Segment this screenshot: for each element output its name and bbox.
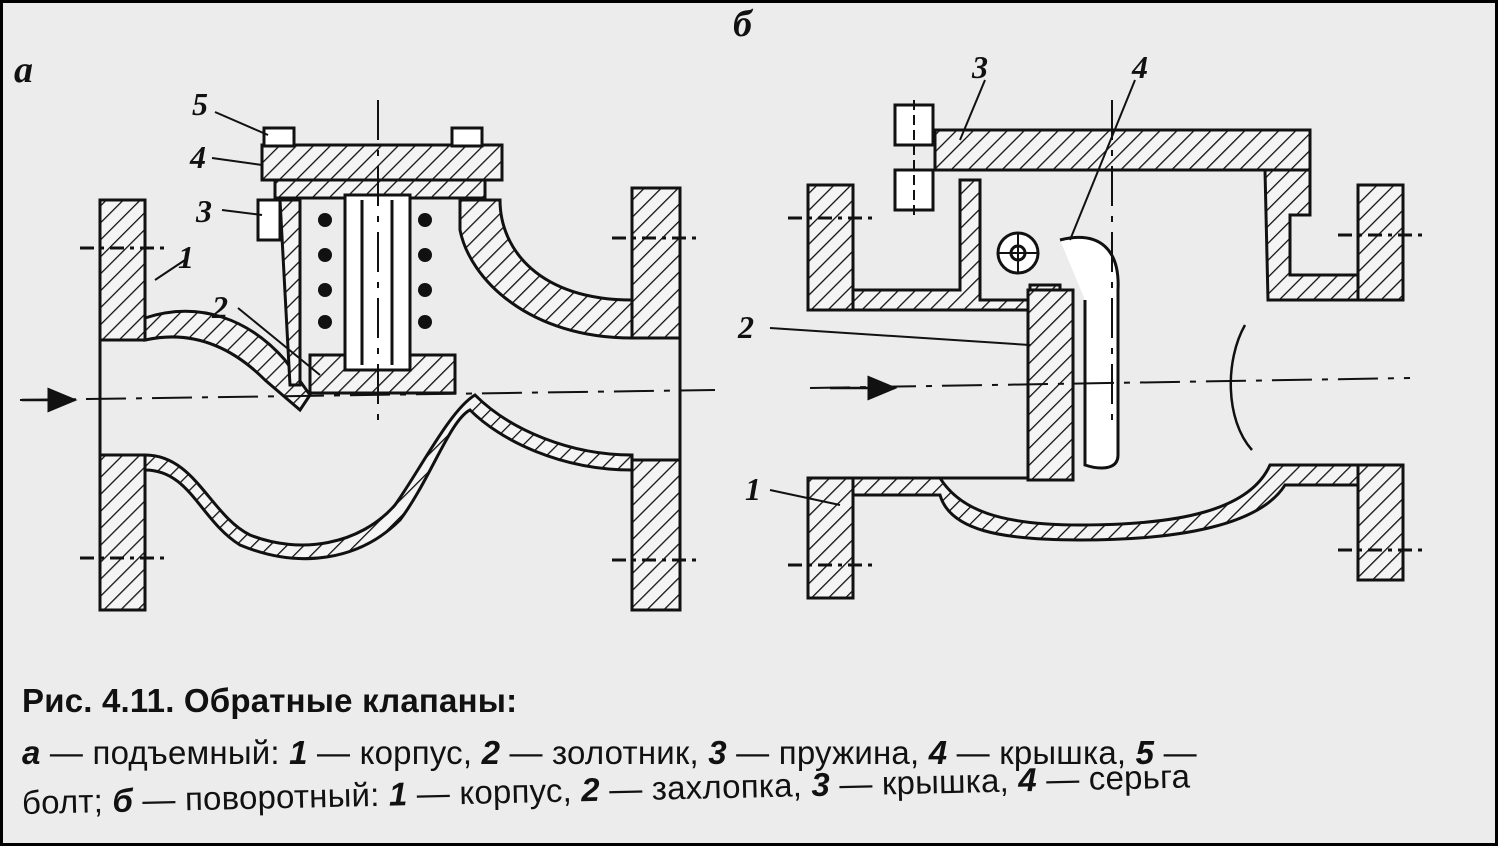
body-bottom-b: [851, 463, 1360, 542]
cover-a: [260, 143, 504, 182]
left-flange-b: [788, 183, 875, 600]
panel-b-letter: б: [733, 3, 752, 45]
cap2-n4: 4: [1017, 760, 1038, 799]
figure-caption-title: Рис. 4.11. Обратные клапаны:: [22, 682, 518, 719]
axis-b: [809, 377, 1411, 389]
lift-valve-drawing: [19, 100, 716, 612]
left-flange-a: [80, 198, 165, 612]
axis-a: [19, 389, 716, 401]
cap2-n1: 1: [388, 775, 408, 813]
caption-line-1: а — подъемный: 1 — корпус, 2 — золотник,…: [22, 734, 1197, 772]
label-b-3: 3: [971, 49, 988, 85]
cap2-t0: болт;: [21, 781, 113, 821]
label-b-1: 1: [745, 471, 761, 507]
swing-valve-drawing: [769, 79, 1425, 600]
swing-arm-b: [1059, 235, 1120, 470]
cap1-n1: 1: [289, 734, 308, 771]
cap1-t4: — крышка,: [947, 734, 1136, 771]
label-b-4: 4: [1131, 49, 1148, 85]
cap1-n4: 4: [928, 734, 948, 771]
cap2-b-text: — поворотный:: [132, 775, 390, 819]
cap1-n5: 5: [1135, 734, 1155, 771]
cap2-t4: — серьга: [1036, 757, 1191, 798]
body-lower-a: [143, 393, 634, 561]
cap2-n3: 3: [810, 765, 831, 804]
label-a-5: 5: [192, 86, 208, 122]
body-upper-right-a: [458, 198, 634, 340]
cap1-a: а: [22, 734, 41, 771]
right-flange-b: [1338, 183, 1425, 582]
label-b-2: 2: [737, 309, 754, 345]
bonnet-a: [278, 198, 302, 387]
labels-a: 5 4 3 1 2: [178, 86, 228, 325]
label-a-3: 3: [195, 193, 212, 229]
body-upper-left-a: [143, 309, 312, 413]
labels-b: 3 4 2 1: [737, 49, 1148, 507]
cover-b: [933, 128, 1312, 172]
panel-a-letter: а: [14, 49, 33, 91]
cap2-t1: — корпус,: [407, 771, 582, 813]
right-flange-a: [612, 186, 700, 612]
label-a-1: 1: [178, 239, 194, 275]
label-a-4: 4: [189, 139, 206, 175]
cap1-t5: —: [1154, 734, 1197, 771]
label-a-2: 2: [211, 289, 228, 325]
cap1-n3: 3: [708, 734, 727, 771]
spring-coils-a: [318, 213, 432, 329]
cap2-t2: — захлопка,: [599, 766, 812, 808]
cap1-t2: — золотник,: [500, 734, 709, 771]
cap1-t1: — корпус,: [307, 734, 482, 771]
cap1-a-text: — подъемный:: [40, 734, 290, 771]
cap2-n2: 2: [580, 770, 601, 809]
cap2-t3: — крышка,: [829, 761, 1019, 803]
cap2-b: б: [111, 781, 134, 819]
cap1-t3: — пружина,: [726, 734, 929, 771]
cap1-n2: 2: [481, 734, 501, 771]
